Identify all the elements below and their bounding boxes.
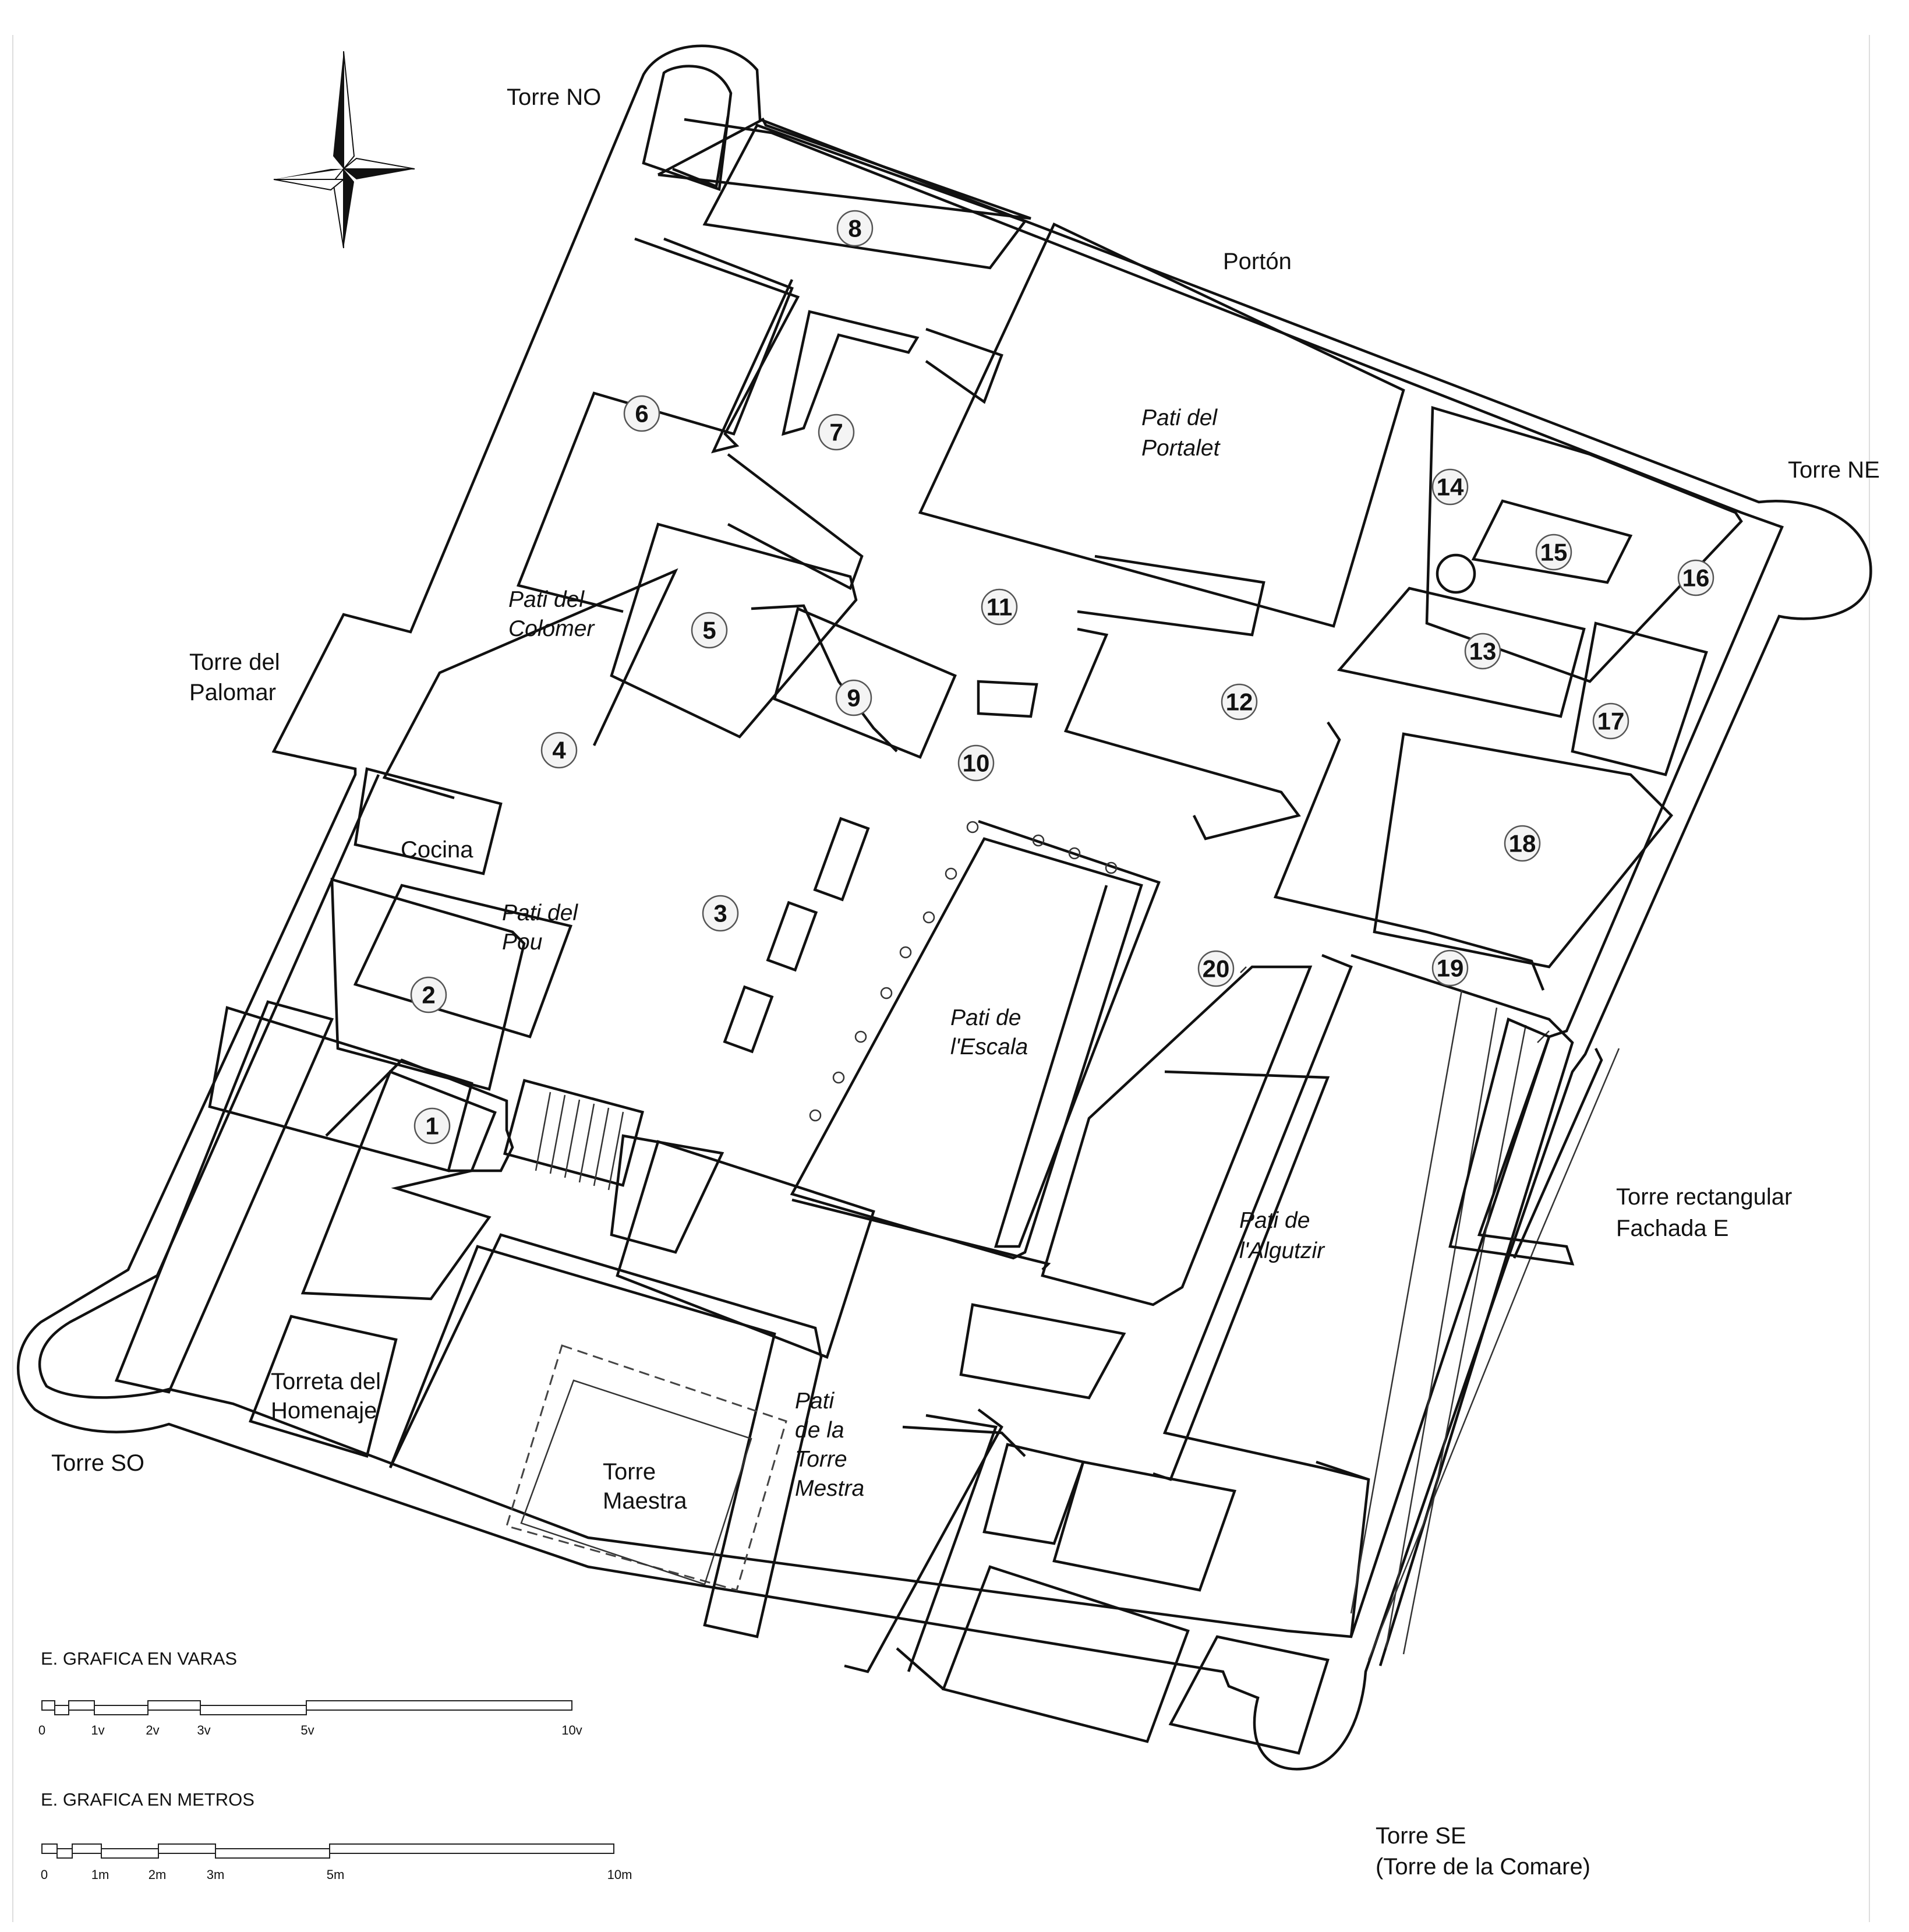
label-torre-rectangular-1: Torre rectangular <box>1616 1184 1792 1210</box>
scale-metros-title: E. GRAFICA EN METROS <box>41 1789 254 1810</box>
room-marker-18: 18 <box>1504 825 1541 862</box>
label-pati-portalet-1: Pati del <box>1141 405 1218 430</box>
svg-text:18: 18 <box>1509 830 1536 857</box>
label-torreta-1: Torreta del <box>271 1369 381 1394</box>
compass-rose-icon <box>273 51 415 249</box>
well-icon <box>1436 553 1476 594</box>
interior-walls <box>114 123 1743 1755</box>
svg-text:5v: 5v <box>301 1723 314 1737</box>
label-torre-comare: (Torre de la Comare) <box>1376 1854 1590 1880</box>
svg-text:9: 9 <box>847 684 860 712</box>
label-pati-escala-1: Pati de <box>950 1005 1021 1030</box>
room-marker-11: 11 <box>981 588 1018 626</box>
arcade-columns <box>809 821 1118 1122</box>
svg-text:1m: 1m <box>91 1867 109 1882</box>
room-marker-14: 14 <box>1431 468 1469 506</box>
svg-text:6: 6 <box>635 400 648 428</box>
svg-text:10v: 10v <box>561 1723 582 1737</box>
label-torre-no: Torre NO <box>507 84 601 110</box>
label-pati-torre-2: de la <box>795 1418 844 1443</box>
room-marker-17: 17 <box>1592 702 1629 740</box>
svg-text:4: 4 <box>552 737 566 764</box>
svg-text:14: 14 <box>1437 474 1464 501</box>
svg-text:15: 15 <box>1540 539 1568 566</box>
torre-maestra-outline <box>505 1344 787 1591</box>
room-markers: 1 2 3 4 5 6 7 8 9 10 11 12 13 14 15 16 1… <box>410 210 1714 1145</box>
room-marker-15: 15 <box>1535 534 1572 571</box>
label-cocina: Cocina <box>401 837 473 863</box>
room-marker-4: 4 <box>540 732 578 769</box>
svg-text:16: 16 <box>1682 564 1710 592</box>
svg-text:0: 0 <box>38 1723 45 1737</box>
svg-text:3v: 3v <box>197 1723 210 1737</box>
room-marker-20: 20 <box>1197 950 1235 987</box>
label-pati-portalet-2: Portalet <box>1141 436 1221 461</box>
room-marker-13: 13 <box>1464 633 1501 670</box>
label-torre-palomar-1: Torre del <box>189 649 280 675</box>
svg-text:10: 10 <box>963 750 990 777</box>
svg-text:3: 3 <box>713 900 727 927</box>
svg-text:2: 2 <box>422 981 435 1009</box>
svg-text:5: 5 <box>702 617 716 644</box>
label-pati-pou-1: Pati del <box>502 900 578 926</box>
svg-text:20: 20 <box>1203 955 1230 983</box>
label-torre-maestra-2: Maestra <box>603 1488 687 1514</box>
svg-text:19: 19 <box>1437 955 1464 982</box>
label-torre-ne: Torre NE <box>1788 457 1880 483</box>
svg-text:13: 13 <box>1469 638 1497 665</box>
svg-text:0: 0 <box>41 1867 48 1882</box>
label-torre-so: Torre SO <box>51 1450 144 1476</box>
label-pati-pou-2: Pou <box>502 930 542 955</box>
svg-text:1: 1 <box>425 1112 439 1140</box>
label-torre-se: Torre SE <box>1376 1823 1466 1849</box>
room-marker-16: 16 <box>1677 559 1714 596</box>
staircase <box>503 1079 645 1191</box>
label-pati-torre-1: Pati <box>795 1389 835 1414</box>
room-marker-2: 2 <box>410 976 447 1013</box>
label-pati-algutzir-1: Pati de <box>1239 1208 1310 1233</box>
room-marker-7: 7 <box>818 414 855 451</box>
label-pati-escala-2: l'Escala <box>950 1034 1028 1059</box>
room-marker-12: 12 <box>1221 683 1258 720</box>
room-marker-8: 8 <box>836 210 874 247</box>
svg-text:11: 11 <box>987 594 1012 621</box>
svg-text:17: 17 <box>1597 708 1625 735</box>
svg-text:10m: 10m <box>607 1867 632 1882</box>
room-marker-9: 9 <box>835 679 872 716</box>
scale-varas-title: E. GRAFICA EN VARAS <box>41 1648 237 1669</box>
room-marker-19: 19 <box>1431 949 1469 987</box>
label-pati-colomer-2: Colomer <box>508 616 595 641</box>
room-marker-1: 1 <box>413 1107 451 1145</box>
svg-text:1v: 1v <box>91 1723 104 1737</box>
outer-wall <box>17 44 1872 1771</box>
room-marker-6: 6 <box>623 395 660 432</box>
scale-metros: E. GRAFICA EN METROS 0 1m 2m 3m 5m 10m <box>41 1789 632 1882</box>
room-marker-10: 10 <box>957 744 995 782</box>
room-marker-3: 3 <box>702 895 739 932</box>
label-torre-palomar-2: Palomar <box>189 680 276 705</box>
svg-text:8: 8 <box>848 215 861 242</box>
scale-varas: E. GRAFICA EN VARAS 0 1v 2v 3v 5v 10v <box>38 1648 582 1737</box>
label-torreta-2: Homenaje <box>271 1398 377 1424</box>
svg-text:7: 7 <box>829 419 843 446</box>
inner-wall <box>38 118 1784 1638</box>
label-pati-torre-4: Mestra <box>795 1476 864 1501</box>
room-marker-5: 5 <box>691 612 728 649</box>
label-pati-algutzir-2: l'Algutzir <box>1239 1238 1325 1263</box>
svg-text:3m: 3m <box>207 1867 225 1882</box>
label-torre-rectangular-2: Fachada E <box>1616 1216 1728 1241</box>
svg-text:5m: 5m <box>327 1867 345 1882</box>
label-torre-maestra-1: Torre <box>603 1459 656 1485</box>
svg-text:2v: 2v <box>146 1723 159 1737</box>
label-porton: Portón <box>1223 249 1292 274</box>
label-pati-colomer-1: Pati del <box>508 587 585 612</box>
svg-text:2m: 2m <box>149 1867 167 1882</box>
label-pati-torre-3: Torre <box>795 1447 847 1472</box>
svg-text:12: 12 <box>1226 688 1253 716</box>
